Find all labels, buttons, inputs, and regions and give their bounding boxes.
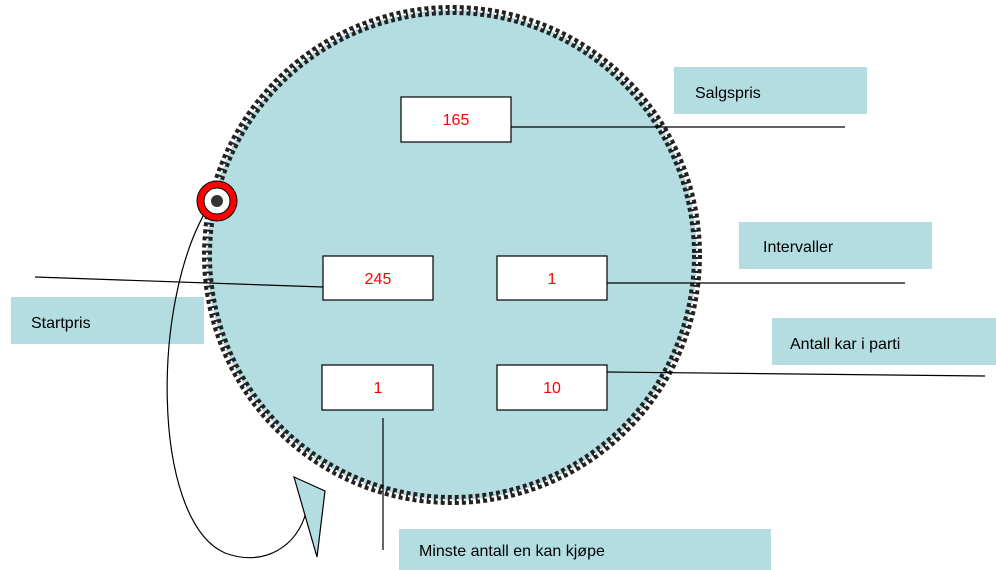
startpris-value-box: [322, 255, 434, 301]
intervaller-label: Intervaller: [763, 239, 834, 256]
minste-antall-label: Minste antall en kan kjøpe: [419, 543, 605, 560]
antall-kar-value: 10: [543, 380, 561, 397]
salgspris-label: Salgspris: [695, 85, 761, 102]
intervaller-value: 1: [548, 271, 557, 288]
dial-face: [202, 5, 702, 505]
minste-antall-value-box: [321, 364, 434, 411]
startpris-value: 245: [365, 271, 392, 288]
dial-border-highlight: [206, 9, 698, 501]
minste-antall-value: 1: [374, 380, 383, 397]
salgspris-value: 165: [443, 112, 470, 129]
salgspris-value-box: [400, 96, 512, 143]
dial-knob-center: [211, 195, 223, 207]
intervaller-label-box: [739, 222, 932, 269]
rotation-arrow-head: [293, 475, 326, 558]
antall-kar-label: Antall kar i parti: [790, 336, 900, 353]
minste-antall-label-box: [399, 529, 771, 570]
intervaller-value-box: [496, 255, 608, 301]
rotation-arrow-curve: [166, 199, 307, 559]
antall-kar-connector: [606, 371, 986, 377]
antall-kar-label-box: [772, 318, 996, 365]
salgspris-label-box: [674, 67, 867, 114]
antall-kar-value-box: [496, 364, 608, 411]
startpris-label: Startpris: [31, 315, 91, 332]
